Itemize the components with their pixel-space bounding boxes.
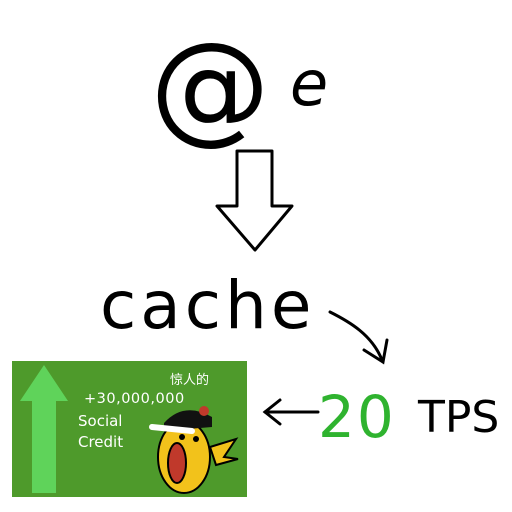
meme-amount: +30,000,000 xyxy=(84,391,185,407)
result-unit: TPS xyxy=(417,392,499,443)
curved-arrow-icon xyxy=(328,310,389,365)
mascot-icon xyxy=(149,406,239,494)
social-credit-meme: 惊人的 +30,000,000 Social Credit xyxy=(12,361,247,497)
meme-label-social: Social xyxy=(78,412,123,430)
at-symbol: @ xyxy=(150,18,270,157)
meme-chinese-caption: 惊人的 xyxy=(170,373,210,388)
result-number: 20 xyxy=(318,383,396,451)
up-arrow-icon xyxy=(20,365,68,493)
down-arrow-icon xyxy=(215,149,294,252)
meme-artwork xyxy=(20,365,239,494)
left-arrow-icon xyxy=(262,398,320,426)
meme-label-credit: Credit xyxy=(78,433,124,451)
cache-word: cache xyxy=(100,267,315,344)
letter-e: e xyxy=(290,47,328,120)
